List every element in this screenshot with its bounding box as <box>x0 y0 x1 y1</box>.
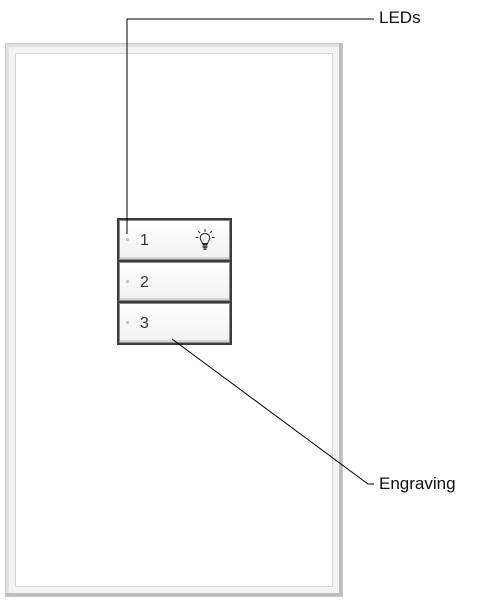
wallplate <box>5 43 343 597</box>
led-indicator-2 <box>126 279 129 283</box>
keypad-button-2[interactable]: 2 <box>119 261 230 302</box>
leds-leader-line <box>126 18 374 234</box>
engraving-callout-label: Engraving <box>379 474 456 493</box>
button-engraving-1: 1 <box>140 232 149 249</box>
keypad-button-1[interactable]: 1 <box>119 220 230 260</box>
button-engraving-2: 2 <box>140 273 149 291</box>
engraving-leader-line <box>171 338 374 485</box>
button-engraving-3: 3 <box>140 315 149 333</box>
led-indicator-3 <box>126 321 129 325</box>
keypad: 1 2 3 <box>117 218 232 345</box>
led-indicator-1 <box>126 238 129 241</box>
light-bulb-icon <box>195 229 215 251</box>
leds-callout-label: LEDs <box>379 8 421 27</box>
keypad-button-3[interactable]: 3 <box>119 303 230 344</box>
